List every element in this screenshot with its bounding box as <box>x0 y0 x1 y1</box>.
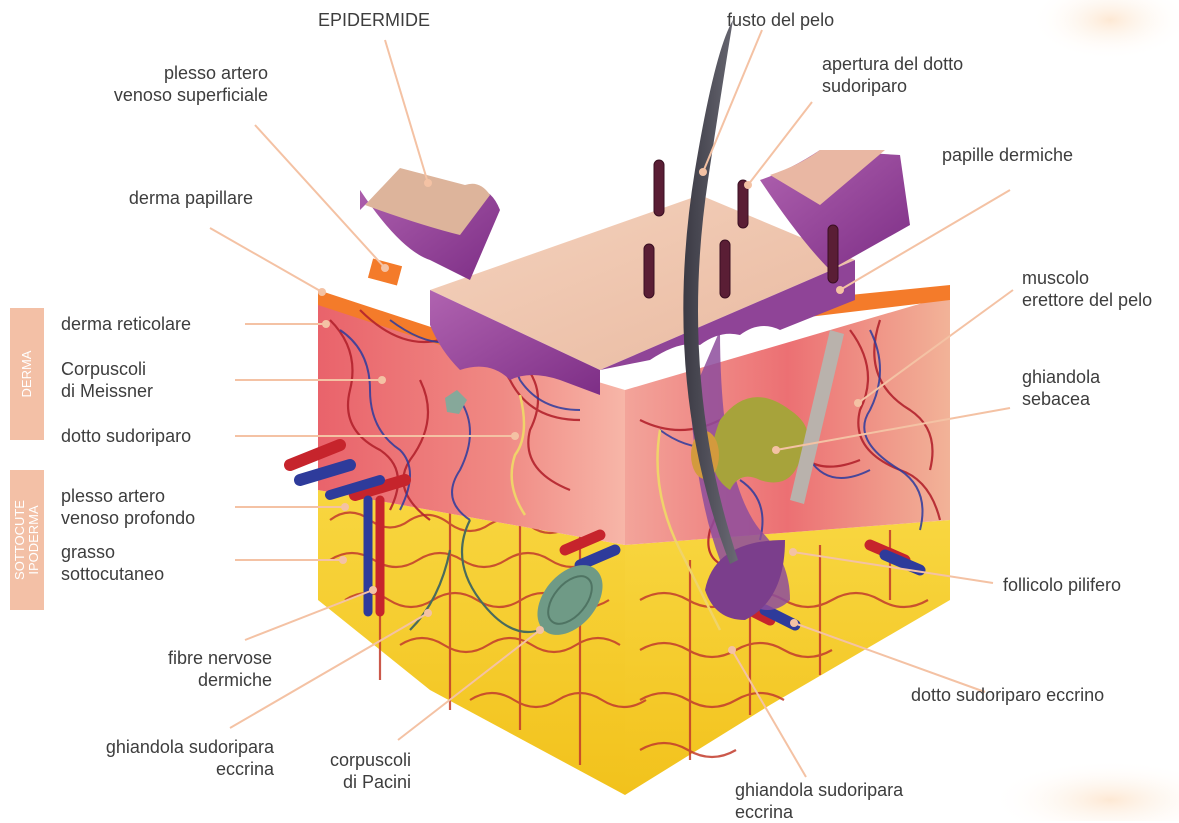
label-follicolo: follicolo pilifero <box>1003 574 1121 596</box>
leader-dotto-eccrino <box>794 623 985 692</box>
label-dotto-eccrino: dotto sudoriparo eccrino <box>911 684 1104 706</box>
label-papille: papille dermiche <box>942 144 1073 166</box>
label-muscolo: muscolo erettore del pelo <box>1022 267 1152 311</box>
leader-follicolo <box>793 552 993 583</box>
label-meissner: Corpuscoli di Meissner <box>61 358 153 402</box>
label-plesso-superficiale: plesso artero venoso superficiale <box>114 62 268 106</box>
label-plesso-profondo: plesso artero venoso profondo <box>61 485 195 529</box>
leader-sebacea <box>776 408 1010 450</box>
leader-pacini <box>398 630 540 740</box>
label-sebacea: ghiandola sebacea <box>1022 366 1100 410</box>
label-dotto-sudoriparo: dotto sudoriparo <box>61 425 191 447</box>
label-fusto: fusto del pelo <box>727 9 834 31</box>
leader-fibre-nervose <box>245 590 373 640</box>
leader-plesso-superficiale <box>255 125 385 268</box>
section-band-sottocute: SOTTOCUTE IPODERMA <box>10 470 44 610</box>
leader-derma-papillare <box>210 228 322 292</box>
label-derma-papillare: derma papillare <box>129 187 253 209</box>
section-label-derma: DERMA <box>20 351 34 398</box>
leader-fusto <box>703 30 762 172</box>
section-band-derma: DERMA <box>10 308 44 440</box>
label-pacini: corpuscoli di Pacini <box>330 749 411 793</box>
label-ghiandola-sx: ghiandola sudoripara eccrina <box>106 736 274 780</box>
leader-muscolo <box>858 290 1013 403</box>
section-label-sottocute: SOTTOCUTE IPODERMA <box>13 500 41 580</box>
leader-ghiandola-dx <box>732 650 806 777</box>
leader-papille <box>840 190 1010 290</box>
leader-epidermide <box>385 40 428 183</box>
label-ghiandola-dx: ghiandola sudoripara eccrina <box>735 779 903 823</box>
label-grasso: grasso sottocutaneo <box>61 541 164 585</box>
leader-apertura <box>748 102 812 185</box>
label-derma-reticolare: derma reticolare <box>61 313 191 335</box>
label-fibre-nervose: fibre nervose dermiche <box>168 647 272 691</box>
label-apertura: apertura del dotto sudoriparo <box>822 53 963 97</box>
label-epidermide: EPIDERMIDE <box>318 9 430 31</box>
